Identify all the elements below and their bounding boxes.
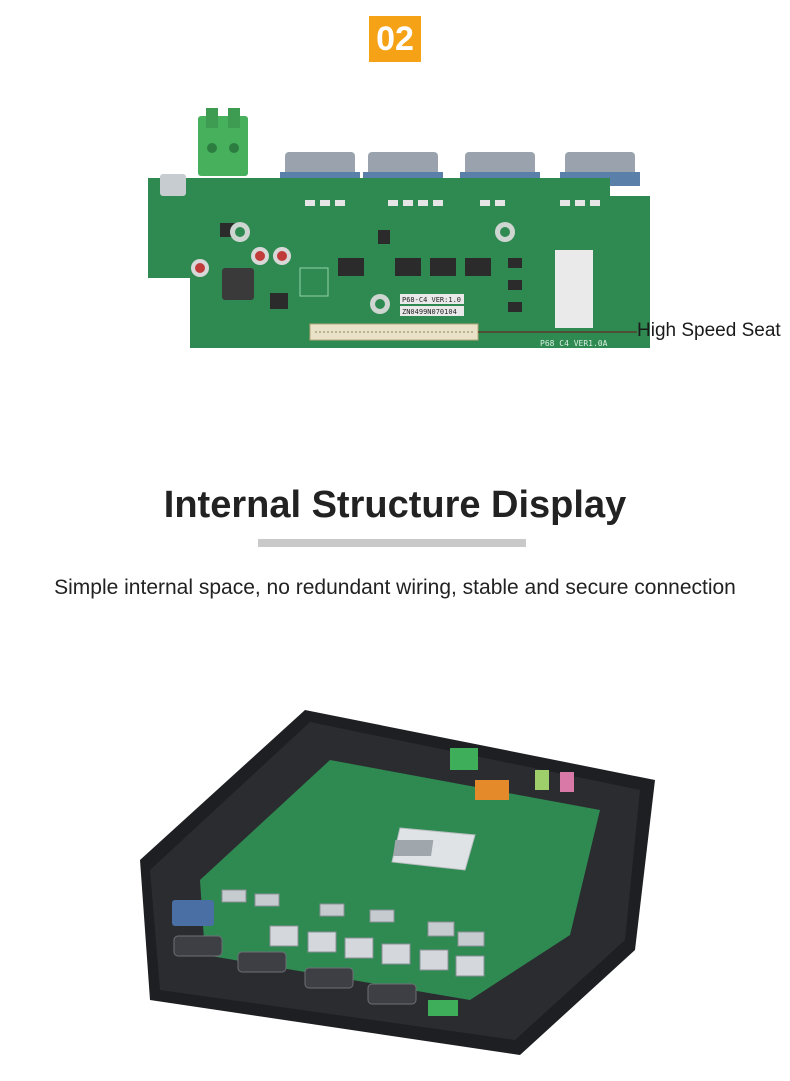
device-internal-illustration xyxy=(140,710,655,1055)
section-number: 02 xyxy=(376,19,414,58)
terminal-block xyxy=(198,116,248,176)
page-subtitle: Simple internal space, no redundant wiri… xyxy=(54,576,736,599)
board-version-silk: P68-C4 VER:1.0 xyxy=(402,296,461,304)
mainboard xyxy=(200,760,600,1000)
section-number-badge: 02 xyxy=(369,16,421,62)
expansion-board-illustration: P68-C4 VER:1.0 ZN0499N070104 P68 C4 VER1… xyxy=(148,108,650,348)
device-internal-image xyxy=(130,700,660,1060)
page-title: Internal Structure Display xyxy=(163,484,627,526)
board-serial-silk: ZN0499N070104 xyxy=(402,308,457,316)
high-speed-seat-label: High Speed Seat xyxy=(637,320,781,341)
expansion-board-image: P68-C4 VER:1.0 ZN0499N070104 P68 C4 VER1… xyxy=(140,108,790,368)
board-bottom-silk: P68 C4 VER1.0A xyxy=(540,339,608,348)
title-underline xyxy=(258,539,526,547)
